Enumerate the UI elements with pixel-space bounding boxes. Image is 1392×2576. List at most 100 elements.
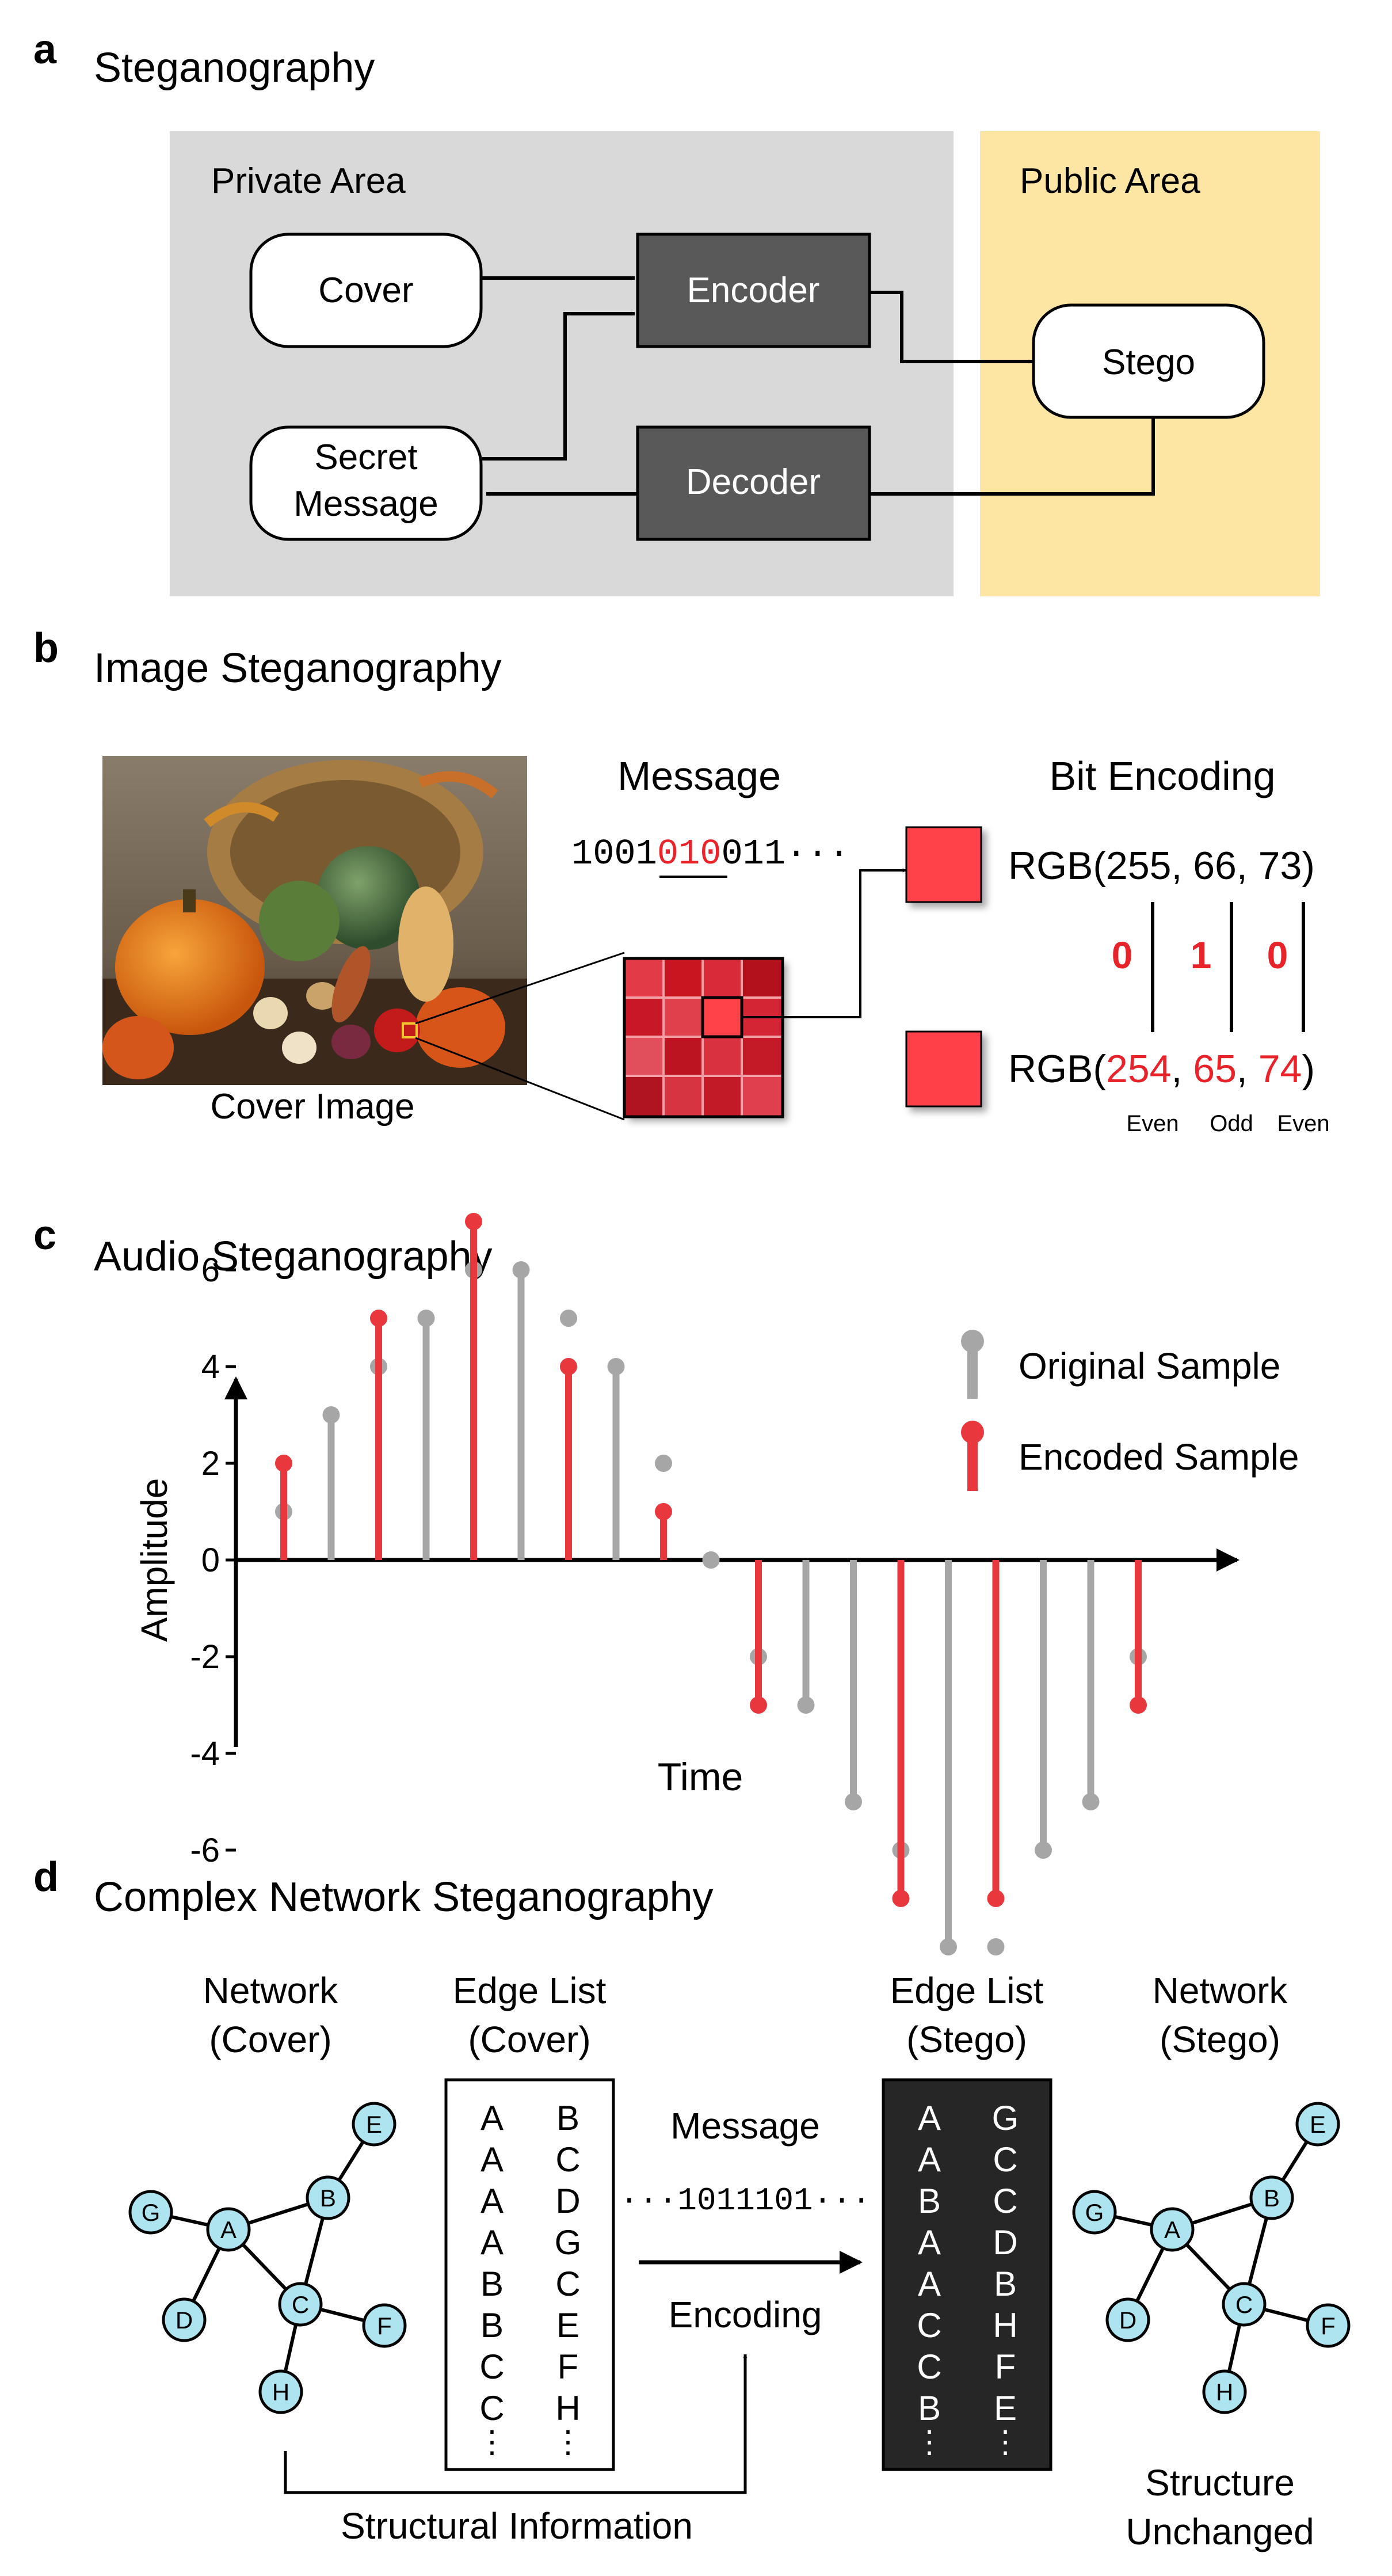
edge-stego-title-2: (Stego) xyxy=(906,2019,1027,2060)
y-tick-label: -6 xyxy=(190,1832,220,1869)
panel-b: b Image Steganography Cover Image xyxy=(33,625,1330,1136)
decoder-box xyxy=(636,425,871,541)
y-tick-label: 0 xyxy=(201,1542,220,1579)
network-node-label: H xyxy=(272,2379,289,2406)
network-node-a xyxy=(1150,2207,1195,2252)
network-node-g xyxy=(128,2190,173,2235)
edge-target: G xyxy=(992,2099,1019,2137)
network-node-label: D xyxy=(176,2307,193,2334)
original-sample-dot xyxy=(655,1455,672,1472)
original-sample-dot xyxy=(417,1310,435,1327)
edge-target: B xyxy=(556,2099,579,2137)
encoded-sample-dot xyxy=(655,1503,672,1520)
parity-2: Even xyxy=(1277,1111,1329,1136)
edge-target: B xyxy=(994,2265,1017,2303)
original-sample-dot xyxy=(940,1938,957,1955)
network-node-label: B xyxy=(320,2185,336,2212)
zoom-line-top xyxy=(415,952,625,1025)
encoded-sample-dot xyxy=(750,1696,767,1714)
network-node-a xyxy=(206,2207,251,2252)
edge-stego-title-1: Edge List xyxy=(890,1970,1044,2011)
network-node-label: H xyxy=(1216,2379,1233,2406)
network-node-label: G xyxy=(142,2199,161,2226)
secret-message-box xyxy=(249,425,483,541)
original-sample-dot xyxy=(322,1406,340,1424)
parity-1: Odd xyxy=(1210,1111,1253,1136)
bit-arrows xyxy=(1150,902,1306,1033)
network-cover-title-2: (Cover) xyxy=(209,2019,331,2060)
edge-source: B xyxy=(480,2306,504,2345)
original-sample-dot xyxy=(987,1938,1005,1955)
edge-list-ellipsis: ⋮ xyxy=(990,2425,1021,2459)
legend-original-dot xyxy=(961,1330,984,1353)
encoded-sample-dot xyxy=(465,1213,482,1230)
network-node-label: F xyxy=(1321,2312,1336,2339)
edge-source: A xyxy=(480,2182,504,2220)
y-tick-label: 2 xyxy=(201,1445,220,1482)
rgb-encoded-g: 65 xyxy=(1193,1047,1237,1091)
panel-a: a Steganography Private Area Public Area… xyxy=(33,26,1320,596)
original-sample-dot xyxy=(1035,1841,1052,1859)
original-color-swatch xyxy=(905,826,982,903)
encoded-sample-dot xyxy=(275,1455,292,1472)
network-node-f xyxy=(362,2303,407,2348)
bit-0: 0 xyxy=(1112,934,1133,976)
network-node-e xyxy=(352,2102,396,2147)
original-sample-dot xyxy=(1082,1793,1100,1810)
original-sample-dot xyxy=(560,1310,577,1327)
stego-to-decoder-arrow xyxy=(870,418,1155,496)
legend-original-label: Original Sample xyxy=(1019,1345,1280,1387)
network-node-b xyxy=(1249,2175,1294,2220)
network-node-label: E xyxy=(366,2111,382,2138)
edge-cover-title-2: (Cover) xyxy=(468,2019,590,2060)
encoded-sample-dot xyxy=(560,1358,577,1375)
cover-image-label: Cover Image xyxy=(211,1087,415,1127)
original-sample-dot xyxy=(797,1696,815,1714)
edge-source: A xyxy=(918,2099,941,2137)
bit-encoding-title: Bit Encoding xyxy=(1049,754,1275,798)
panel-c-letter: c xyxy=(33,1212,56,1258)
pixel-grid-cells xyxy=(623,957,784,1118)
edge-list-ellipsis: ⋮ xyxy=(476,2425,508,2459)
cover-label: Cover xyxy=(318,271,413,310)
panel-b-letter: b xyxy=(33,625,59,671)
network-node-d xyxy=(1105,2297,1150,2342)
rgb-encoded-r: 254 xyxy=(1106,1047,1171,1091)
edge-source: A xyxy=(918,2265,941,2303)
stego-box xyxy=(1032,303,1265,419)
structural-info-arrow xyxy=(284,2354,748,2494)
edge-source: B xyxy=(918,2389,941,2427)
network-node-label: E xyxy=(1310,2111,1326,2138)
encoder-to-stego-arrow xyxy=(871,291,1033,364)
message-label: Message xyxy=(670,2105,820,2147)
edge-source: A xyxy=(918,2223,941,2262)
network-node-c xyxy=(278,2282,323,2327)
edge-source: A xyxy=(480,2223,504,2262)
network-node-h xyxy=(1202,2369,1247,2414)
edge-source: C xyxy=(479,2347,504,2386)
network-node-label: B xyxy=(1264,2185,1280,2212)
y-axis-label: Amplitude xyxy=(134,1478,175,1642)
legend-encoded-dot xyxy=(961,1421,984,1444)
network-node-b xyxy=(306,2175,350,2220)
cover-image-photo xyxy=(102,756,527,1085)
panel-b-title: Image Steganography xyxy=(94,645,502,691)
network-node-g xyxy=(1072,2190,1117,2235)
network-node-label: C xyxy=(292,2291,309,2318)
decoder-label: Decoder xyxy=(686,462,821,502)
encoded-sample-dot xyxy=(987,1890,1005,1907)
message-bits-d: ···1011101··· xyxy=(620,2182,871,2219)
edge-cover-title-1: Edge List xyxy=(453,1970,607,2011)
encoded-sample-dot xyxy=(370,1310,387,1327)
panel-a-title: Steganography xyxy=(94,45,375,91)
network-cover-title-1: Network xyxy=(203,1970,339,2011)
encoder-label: Encoder xyxy=(687,271,820,310)
zoom-line-bottom xyxy=(415,1037,625,1121)
structure-unchanged-2: Unchanged xyxy=(1126,2511,1314,2552)
edge-target: F xyxy=(558,2347,579,2386)
network-node-label: C xyxy=(1235,2291,1253,2318)
network-node-label: D xyxy=(1119,2307,1137,2334)
